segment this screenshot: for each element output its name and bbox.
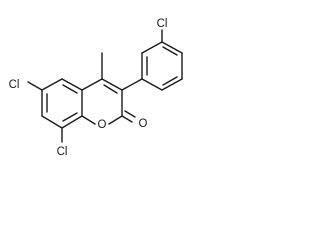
bond <box>61 115 83 129</box>
bond <box>141 41 163 54</box>
bond <box>41 115 63 129</box>
bond <box>121 115 133 123</box>
bond <box>121 78 143 91</box>
atom-labels: Cl Cl Cl O O <box>9 18 168 158</box>
bond <box>61 78 83 91</box>
atom-label-cl-6: Cl <box>9 79 20 91</box>
atom-label-cl-8: Cl <box>57 146 68 158</box>
atom-label-carbonyl-oxygen: O <box>139 118 148 130</box>
atom-label-cl-aryl: Cl <box>157 18 168 30</box>
molecule-structure: Cl Cl Cl O O <box>9 18 183 158</box>
bond <box>162 46 178 56</box>
bond <box>103 84 118 94</box>
bond <box>41 78 63 91</box>
bond <box>162 76 178 86</box>
bond <box>101 78 123 91</box>
bond <box>124 110 136 118</box>
bond <box>27 81 43 91</box>
atom-label-ring-oxygen: O <box>98 119 107 131</box>
bond <box>81 78 103 91</box>
bond <box>62 112 78 122</box>
bond <box>161 78 183 91</box>
bond <box>141 78 163 91</box>
bond <box>108 115 123 125</box>
bond <box>62 84 78 94</box>
bonds <box>27 29 183 143</box>
bond <box>81 115 96 125</box>
bond <box>161 41 183 54</box>
